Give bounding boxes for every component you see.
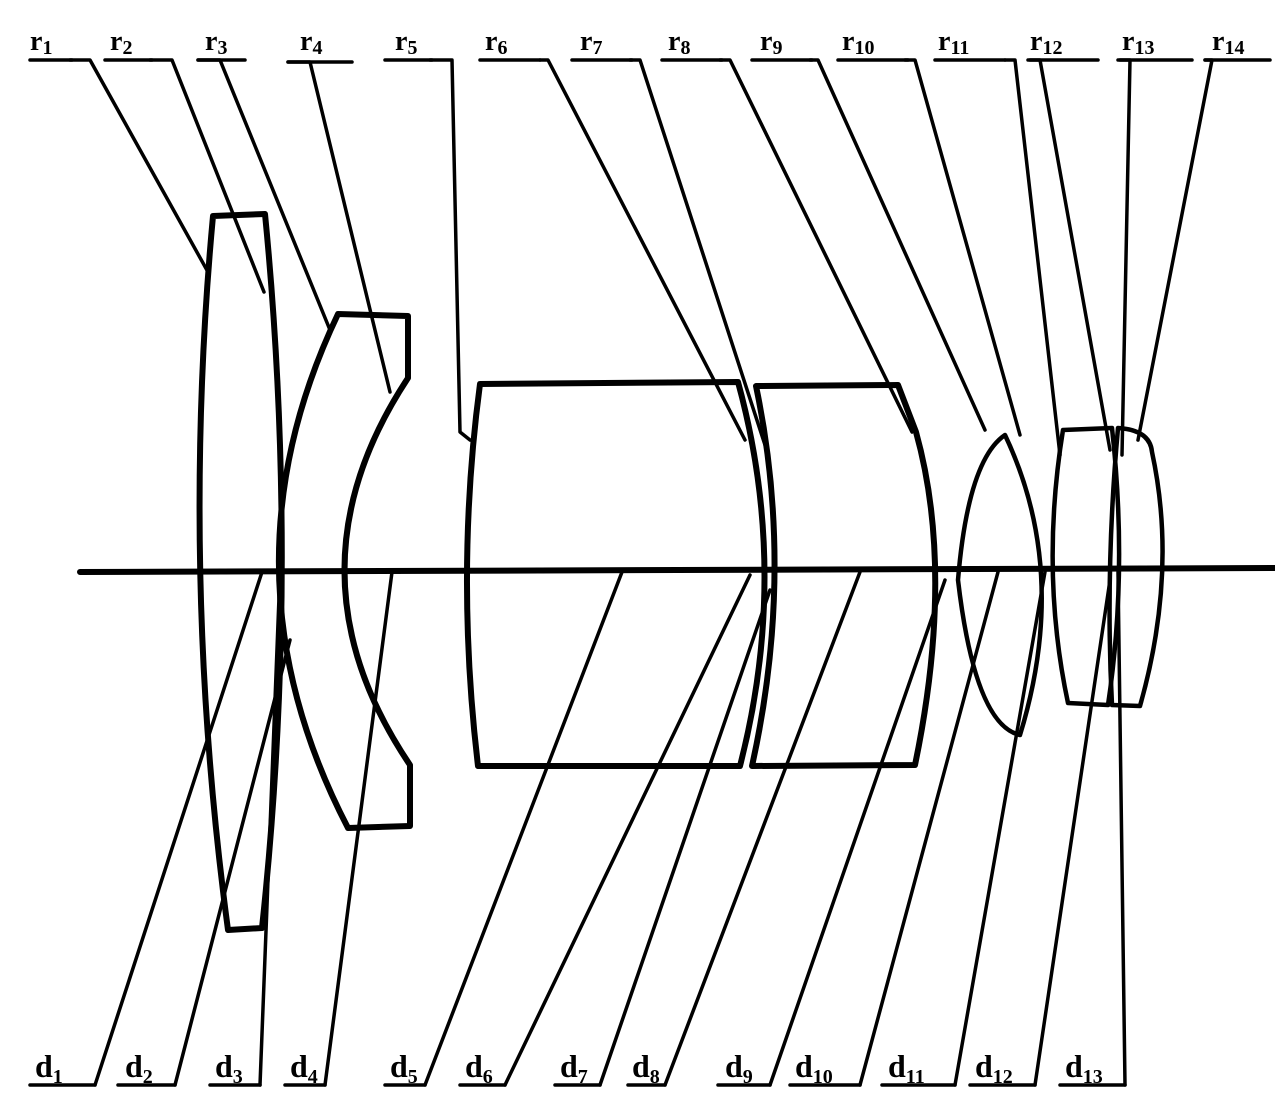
leader-r7 — [628, 58, 767, 447]
spacing-label-d10: d10 — [795, 1048, 833, 1088]
leader-d6 — [503, 573, 752, 1087]
leader-d2 — [173, 638, 292, 1087]
spacing-label-d2: d2 — [125, 1048, 153, 1088]
spacing-label-d7: d7 — [560, 1048, 588, 1088]
lens-element-1 — [196, 211, 285, 933]
spacing-label-d3: d3 — [215, 1048, 243, 1088]
surface-label-r12: r12 — [1030, 26, 1062, 59]
leader-r8 — [718, 58, 914, 434]
spacing-label-d9: d9 — [725, 1048, 753, 1088]
surface-label-r2: r2 — [110, 26, 132, 59]
leader-r14 — [1136, 58, 1214, 442]
leader-r2 — [148, 58, 266, 294]
spacing-label-d6: d6 — [465, 1048, 493, 1088]
surface-label-r14: r14 — [1212, 26, 1244, 59]
lens-element-6 — [1050, 425, 1122, 708]
leader-d3 — [258, 570, 282, 1087]
surface-label-r13: r13 — [1122, 26, 1154, 59]
leader-r13 — [1118, 58, 1132, 457]
leader-d8 — [663, 570, 862, 1087]
leader-d7 — [598, 588, 772, 1087]
spacing-label-d1: d1 — [35, 1048, 63, 1088]
surface-label-r8: r8 — [668, 26, 690, 59]
lens-element-2 — [276, 311, 413, 831]
leader-r9 — [808, 58, 987, 432]
lens-element-7 — [1107, 425, 1165, 709]
surface-label-r4: r4 — [300, 26, 322, 59]
surface-label-r6: r6 — [485, 26, 507, 59]
surface-label-r9: r9 — [760, 26, 782, 59]
leader-d4 — [323, 570, 402, 1087]
spacing-leader-lines — [93, 570, 1127, 1087]
leader-d9 — [768, 578, 947, 1087]
spacing-labels: d1 d2 d3 d4 d5 d6 d7 d8 d9 d10 d11 d12 d… — [28, 1048, 1127, 1088]
lens-element-4 — [749, 382, 939, 769]
optical-axis — [77, 565, 1275, 575]
leader-r1 — [68, 58, 210, 274]
leader-r6 — [538, 58, 747, 442]
leader-r4 — [286, 60, 392, 394]
surface-label-r11: r11 — [938, 26, 969, 59]
leader-d11 — [953, 570, 1047, 1087]
surface-leader-lines — [68, 58, 1214, 457]
surface-labels: r1 r2 r3 r4 r5 r6 r7 r8 r9 r10 r11 r12 r… — [28, 26, 1272, 64]
surface-label-r5: r5 — [395, 26, 417, 59]
surface-label-r7: r7 — [580, 26, 602, 59]
leader-r5 — [428, 58, 472, 442]
leader-d10 — [858, 570, 1000, 1087]
leader-d13 — [1116, 570, 1127, 1087]
spacing-label-d8: d8 — [632, 1048, 660, 1088]
leader-r12 — [1028, 58, 1112, 452]
leader-d5 — [423, 570, 624, 1087]
spacing-label-d5: d5 — [390, 1048, 418, 1088]
surface-label-r10: r10 — [842, 26, 874, 59]
leader-d1 — [93, 570, 264, 1087]
spacing-label-d12: d12 — [975, 1048, 1013, 1088]
spacing-label-d13: d13 — [1065, 1048, 1103, 1088]
lens-elements — [196, 211, 1165, 933]
spacing-label-d4: d4 — [290, 1048, 318, 1088]
lens-element-3 — [464, 379, 768, 769]
leader-r11 — [1003, 58, 1062, 457]
leader-d12 — [1033, 578, 1112, 1087]
surface-label-r3: r3 — [205, 26, 227, 59]
surface-label-r1: r1 — [30, 26, 52, 59]
lens-element-5 — [955, 432, 1044, 738]
spacing-label-d11: d11 — [888, 1048, 925, 1088]
